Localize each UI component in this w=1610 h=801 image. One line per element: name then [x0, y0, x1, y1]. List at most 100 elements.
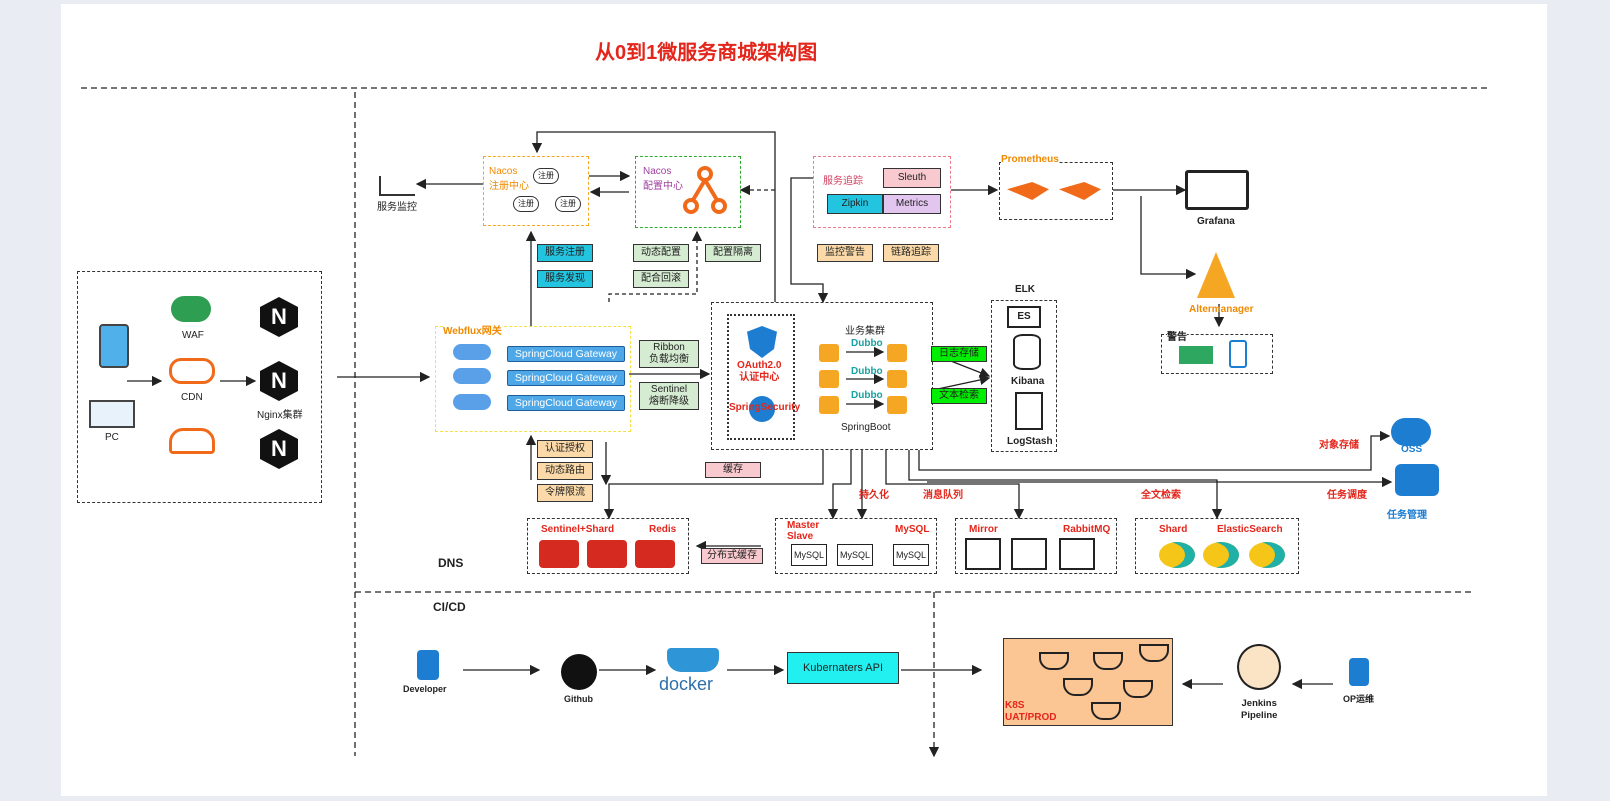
mysql-node: MySQL [893, 544, 929, 566]
task-schedule-label: 任务调度 [1327, 490, 1367, 501]
tag-sentinel: Sentinel 熔断降级 [639, 382, 699, 410]
service-icon [887, 370, 907, 388]
tag-zipkin: Zipkin [827, 194, 883, 214]
redis-label-1: Sentinel+Shard [541, 524, 615, 535]
alert-box [1161, 334, 1273, 374]
cdn-label: CDN [181, 392, 203, 403]
mysql-node: MySQL [791, 544, 827, 566]
k8s-label: K8S UAT/PROD [1005, 700, 1057, 723]
gateway-node: SpringCloud Gateway [507, 370, 625, 386]
cloud-icon [453, 394, 491, 410]
task-manager-icon [1395, 464, 1439, 496]
cloud-icon [453, 344, 491, 360]
tag-monitor-alarm: 监控警告 [817, 244, 873, 262]
op-label: OP运维 [1343, 694, 1375, 704]
elk-title: ELK [1015, 284, 1035, 295]
oss-icon [1391, 418, 1431, 446]
k8s-api-box: Kubernaters API [787, 652, 899, 684]
es-node: ES [1007, 306, 1041, 328]
service-icon [819, 370, 839, 388]
developer-icon [417, 650, 439, 680]
dubbo-label: Dubbo [851, 390, 883, 401]
redis-icon [539, 540, 579, 568]
dubbo-label: Dubbo [851, 338, 883, 349]
docker-whale-icon [1063, 678, 1093, 696]
chart-icon [379, 176, 415, 196]
tag-config-rollback: 配合回滚 [633, 270, 689, 288]
database-icon [1013, 334, 1041, 370]
github-icon [561, 654, 597, 690]
webflux-gateway-box [435, 326, 631, 432]
connector-lines [81, 87, 1491, 758]
biz-cluster-box [711, 302, 933, 450]
mysql-node: MySQL [837, 544, 873, 566]
tag-dynamic-route: 动态路由 [537, 462, 593, 480]
diagram-canvas: 从0到1微服务商城架构图 PC WAF CDN N N N Nginx集群 DN… [61, 4, 1547, 796]
docker-whale-icon [1093, 652, 1123, 670]
nacos-config-box [635, 156, 741, 228]
registry-node: 注册 [555, 196, 581, 212]
tag-link-trace: 链路追踪 [883, 244, 939, 262]
docker-label: docker [659, 674, 714, 694]
tag-text-search: 文本检索 [931, 388, 987, 404]
docker-whale-icon [1039, 652, 1069, 670]
prometheus-title: Prometheus [1001, 154, 1059, 165]
alert-warn-label: 警告 [1167, 328, 1187, 343]
redis-label-2: Redis [649, 524, 677, 535]
biz-title: 业务集群 [845, 326, 885, 337]
grafana-monitor-icon [1185, 170, 1249, 210]
webflux-title: Webflux网关 [443, 322, 502, 337]
rabbitmq-icon [1059, 538, 1095, 570]
trace-title: 服务追踪 [823, 176, 863, 187]
phone-icon [1229, 340, 1247, 368]
kibana-label: Kibana [1011, 376, 1045, 387]
elastic-icon [1203, 542, 1239, 568]
rabbitmq-icon [1011, 538, 1047, 570]
nginx-label: Nginx集群 [257, 410, 303, 421]
cloud-icon [169, 428, 215, 454]
springboot-label: SpringBoot [841, 422, 891, 433]
monitor-label: 服务监控 [377, 202, 417, 213]
trace-box [813, 156, 951, 228]
mysql-box [775, 518, 937, 574]
service-icon [819, 396, 839, 414]
dubbo-label: Dubbo [851, 366, 883, 377]
cdn-icon [169, 358, 215, 384]
tag-sleuth: Sleuth [883, 168, 941, 188]
rabbitmq-label-2: RabbitMQ [1063, 524, 1111, 535]
oss-label: OSS [1401, 444, 1423, 455]
tag-config-isolation: 配置隔离 [705, 244, 761, 262]
tag-ribbon: Ribbon 负载均衡 [639, 340, 699, 368]
tag-auth: 认证授权 [537, 440, 593, 458]
alertmanager-title: Altermanager [1189, 304, 1254, 315]
tag-service-register: 服务注册 [537, 244, 593, 262]
docker-whale-icon [1139, 644, 1169, 662]
nacos-config-title: Nacos 配置中心 [643, 166, 683, 192]
waf-icon [171, 296, 211, 322]
service-icon [887, 396, 907, 414]
mysql-label-1: Master Slave [787, 520, 820, 542]
nacos-registry-title: Nacos 注册中心 [489, 166, 529, 192]
task-manager-label: 任务管理 [1387, 510, 1427, 521]
nacos-logo-icon [679, 164, 735, 218]
object-storage-label: 对象存储 [1319, 440, 1359, 451]
cicd-label: CI/CD [433, 600, 466, 614]
github-label: Github [564, 694, 593, 704]
grafana-label: Grafana [1197, 216, 1235, 227]
security-icon [749, 396, 775, 422]
redis-box [527, 518, 689, 574]
nacos-registry-box [483, 156, 589, 226]
page-title: 从0到1微服务商城架构图 [595, 42, 818, 64]
docker-whale-icon [1123, 680, 1153, 698]
pc-label: PC [105, 432, 119, 443]
jenkins-icon [1237, 644, 1281, 690]
rabbitmq-icon [965, 538, 1001, 570]
jenkins-label: Jenkins Pipeline [1241, 698, 1278, 721]
security-label: SpringSecurity [729, 402, 801, 413]
docker-whale-icon [667, 648, 719, 672]
client-group [77, 271, 322, 503]
gateway-node: SpringCloud Gateway [507, 346, 625, 362]
gateway-node: SpringCloud Gateway [507, 395, 625, 411]
service-icon [887, 344, 907, 362]
registry-node: 注册 [533, 168, 559, 184]
